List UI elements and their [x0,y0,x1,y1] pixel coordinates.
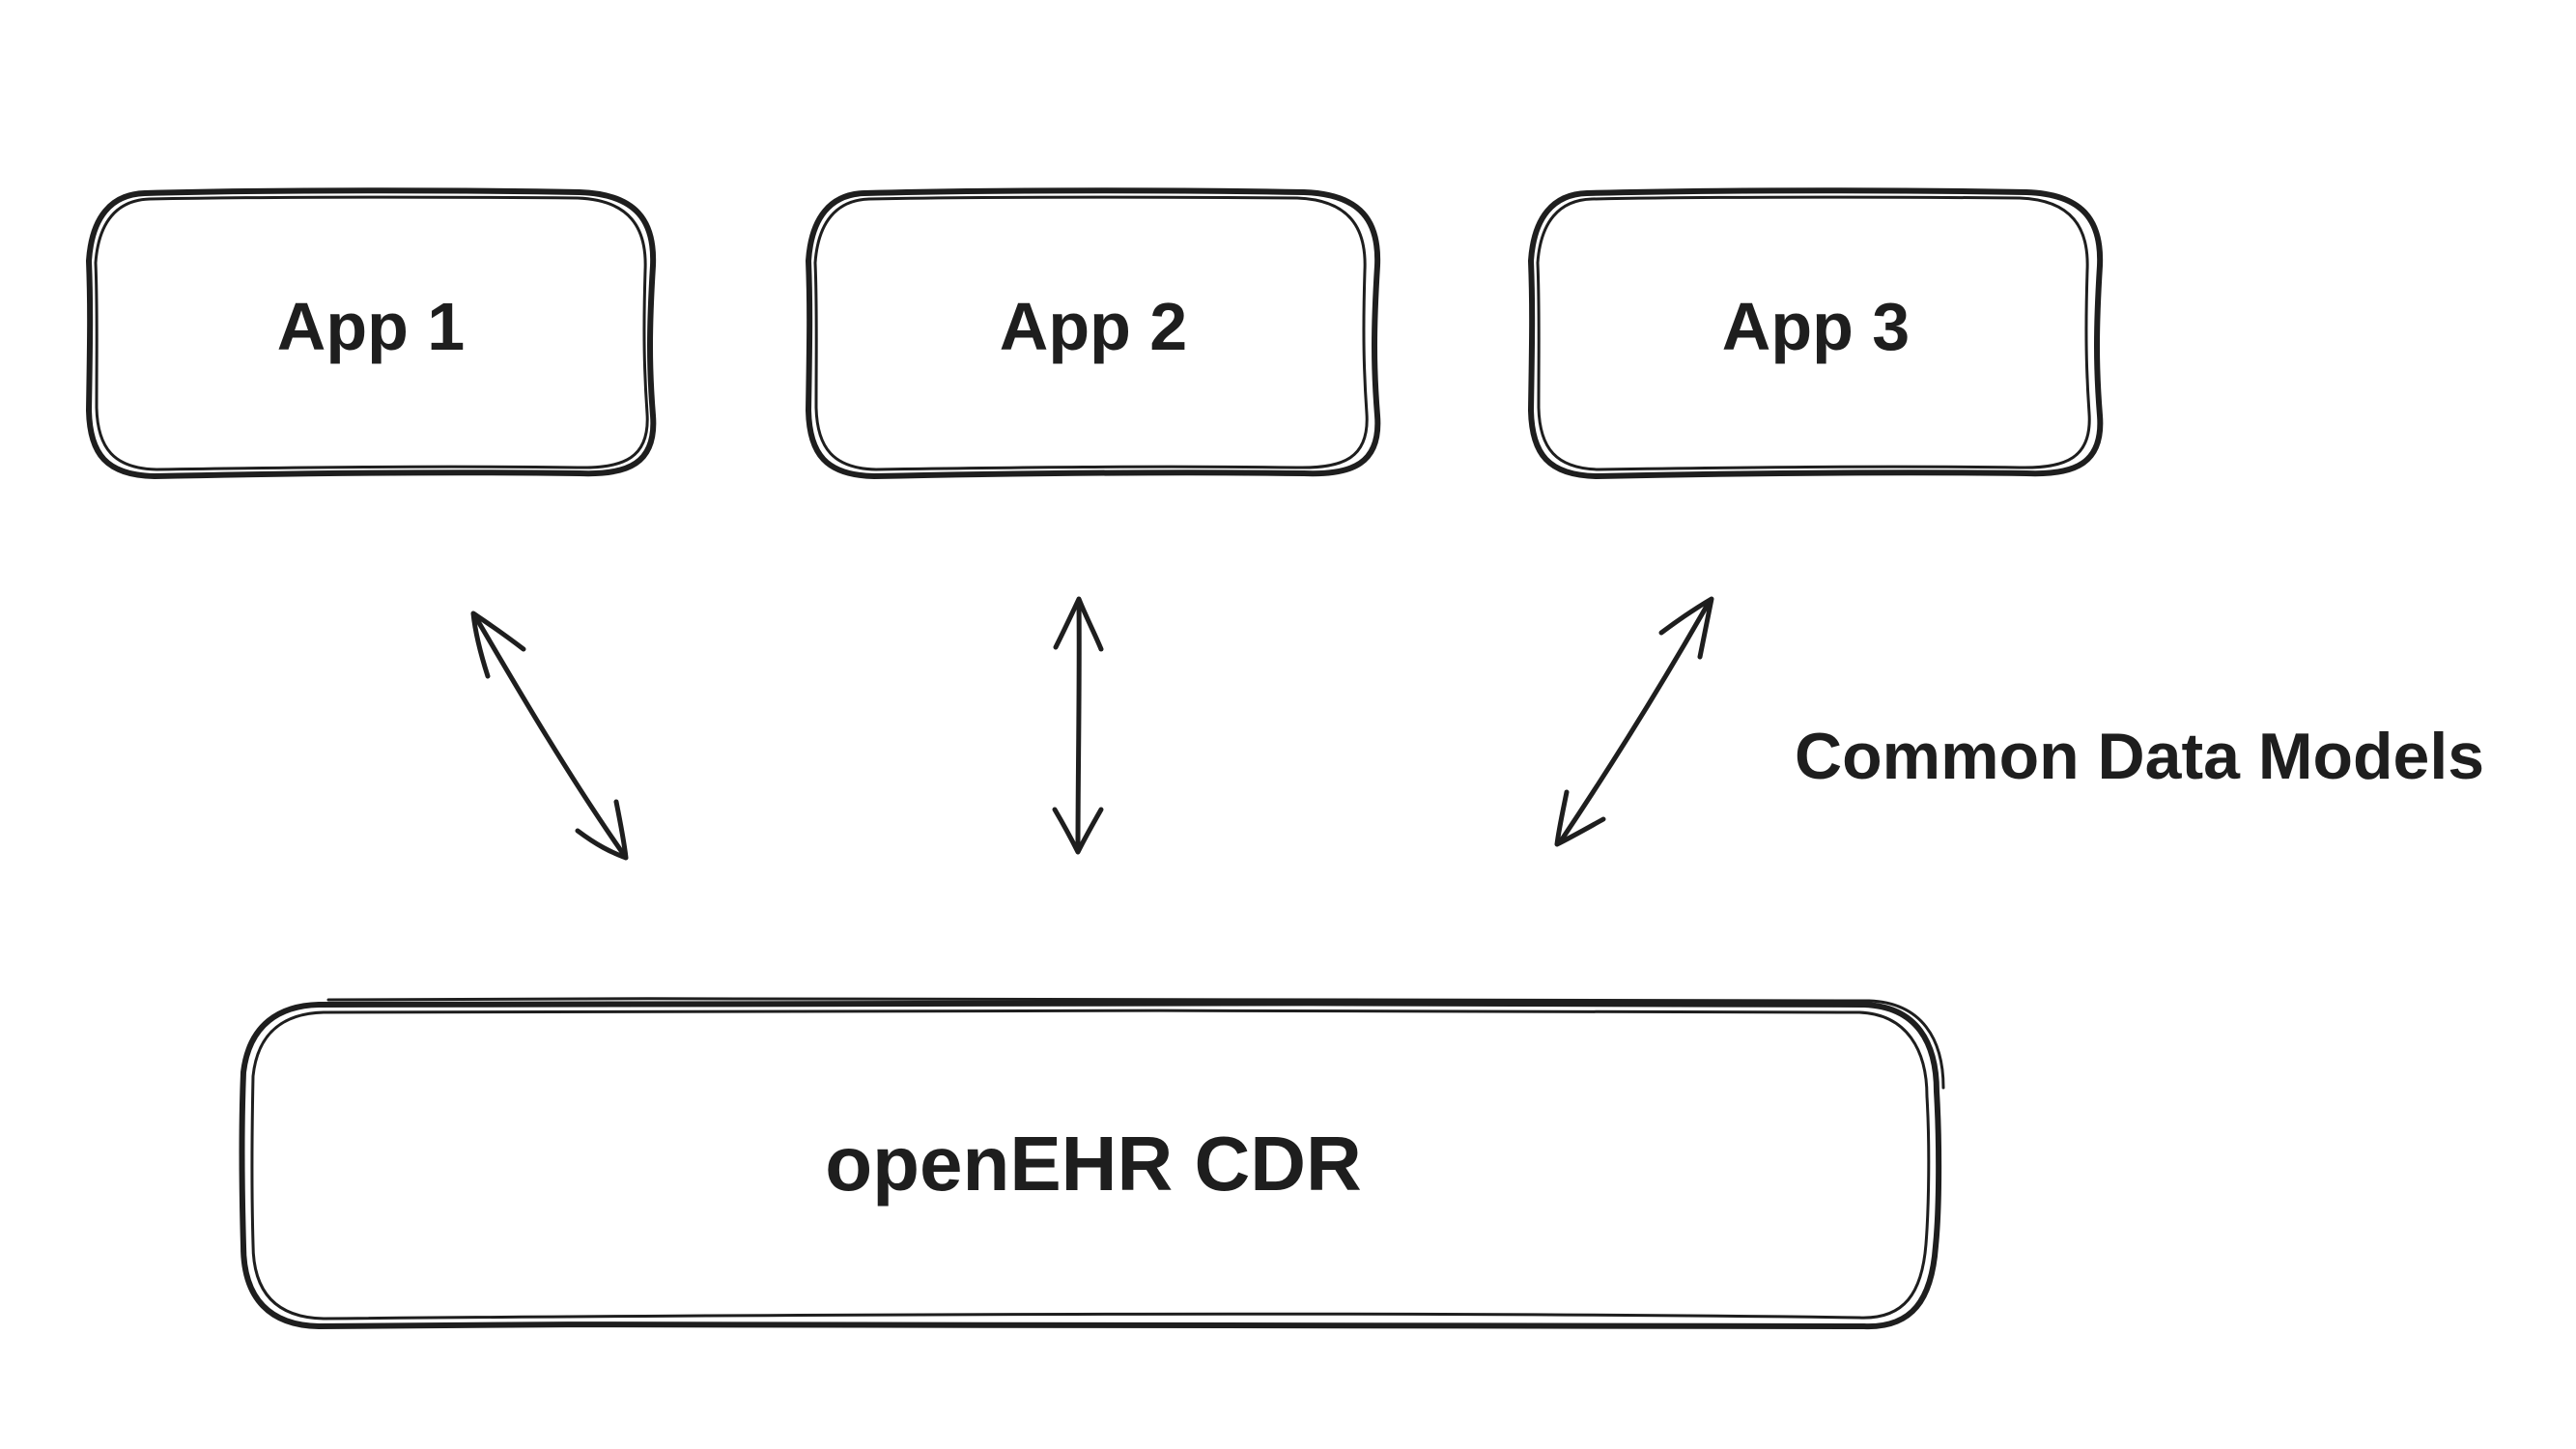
app-label-1: App 1 [277,289,465,364]
app-box-2 [806,187,1381,479]
app-box-3 [1528,187,2104,479]
bidirectional-arrow-1 [470,611,629,861]
common-data-models-label: Common Data Models [1795,720,2484,793]
cdr-label: openEHR CDR [825,1121,1362,1207]
bidirectional-arrow-3 [1554,596,1714,847]
app-label-3: App 3 [1722,289,1910,364]
app-box-1 [86,187,657,479]
cdr-box [239,996,1945,1330]
app-label-2: App 2 [1000,289,1187,364]
bidirectional-arrow-2 [1052,596,1104,855]
